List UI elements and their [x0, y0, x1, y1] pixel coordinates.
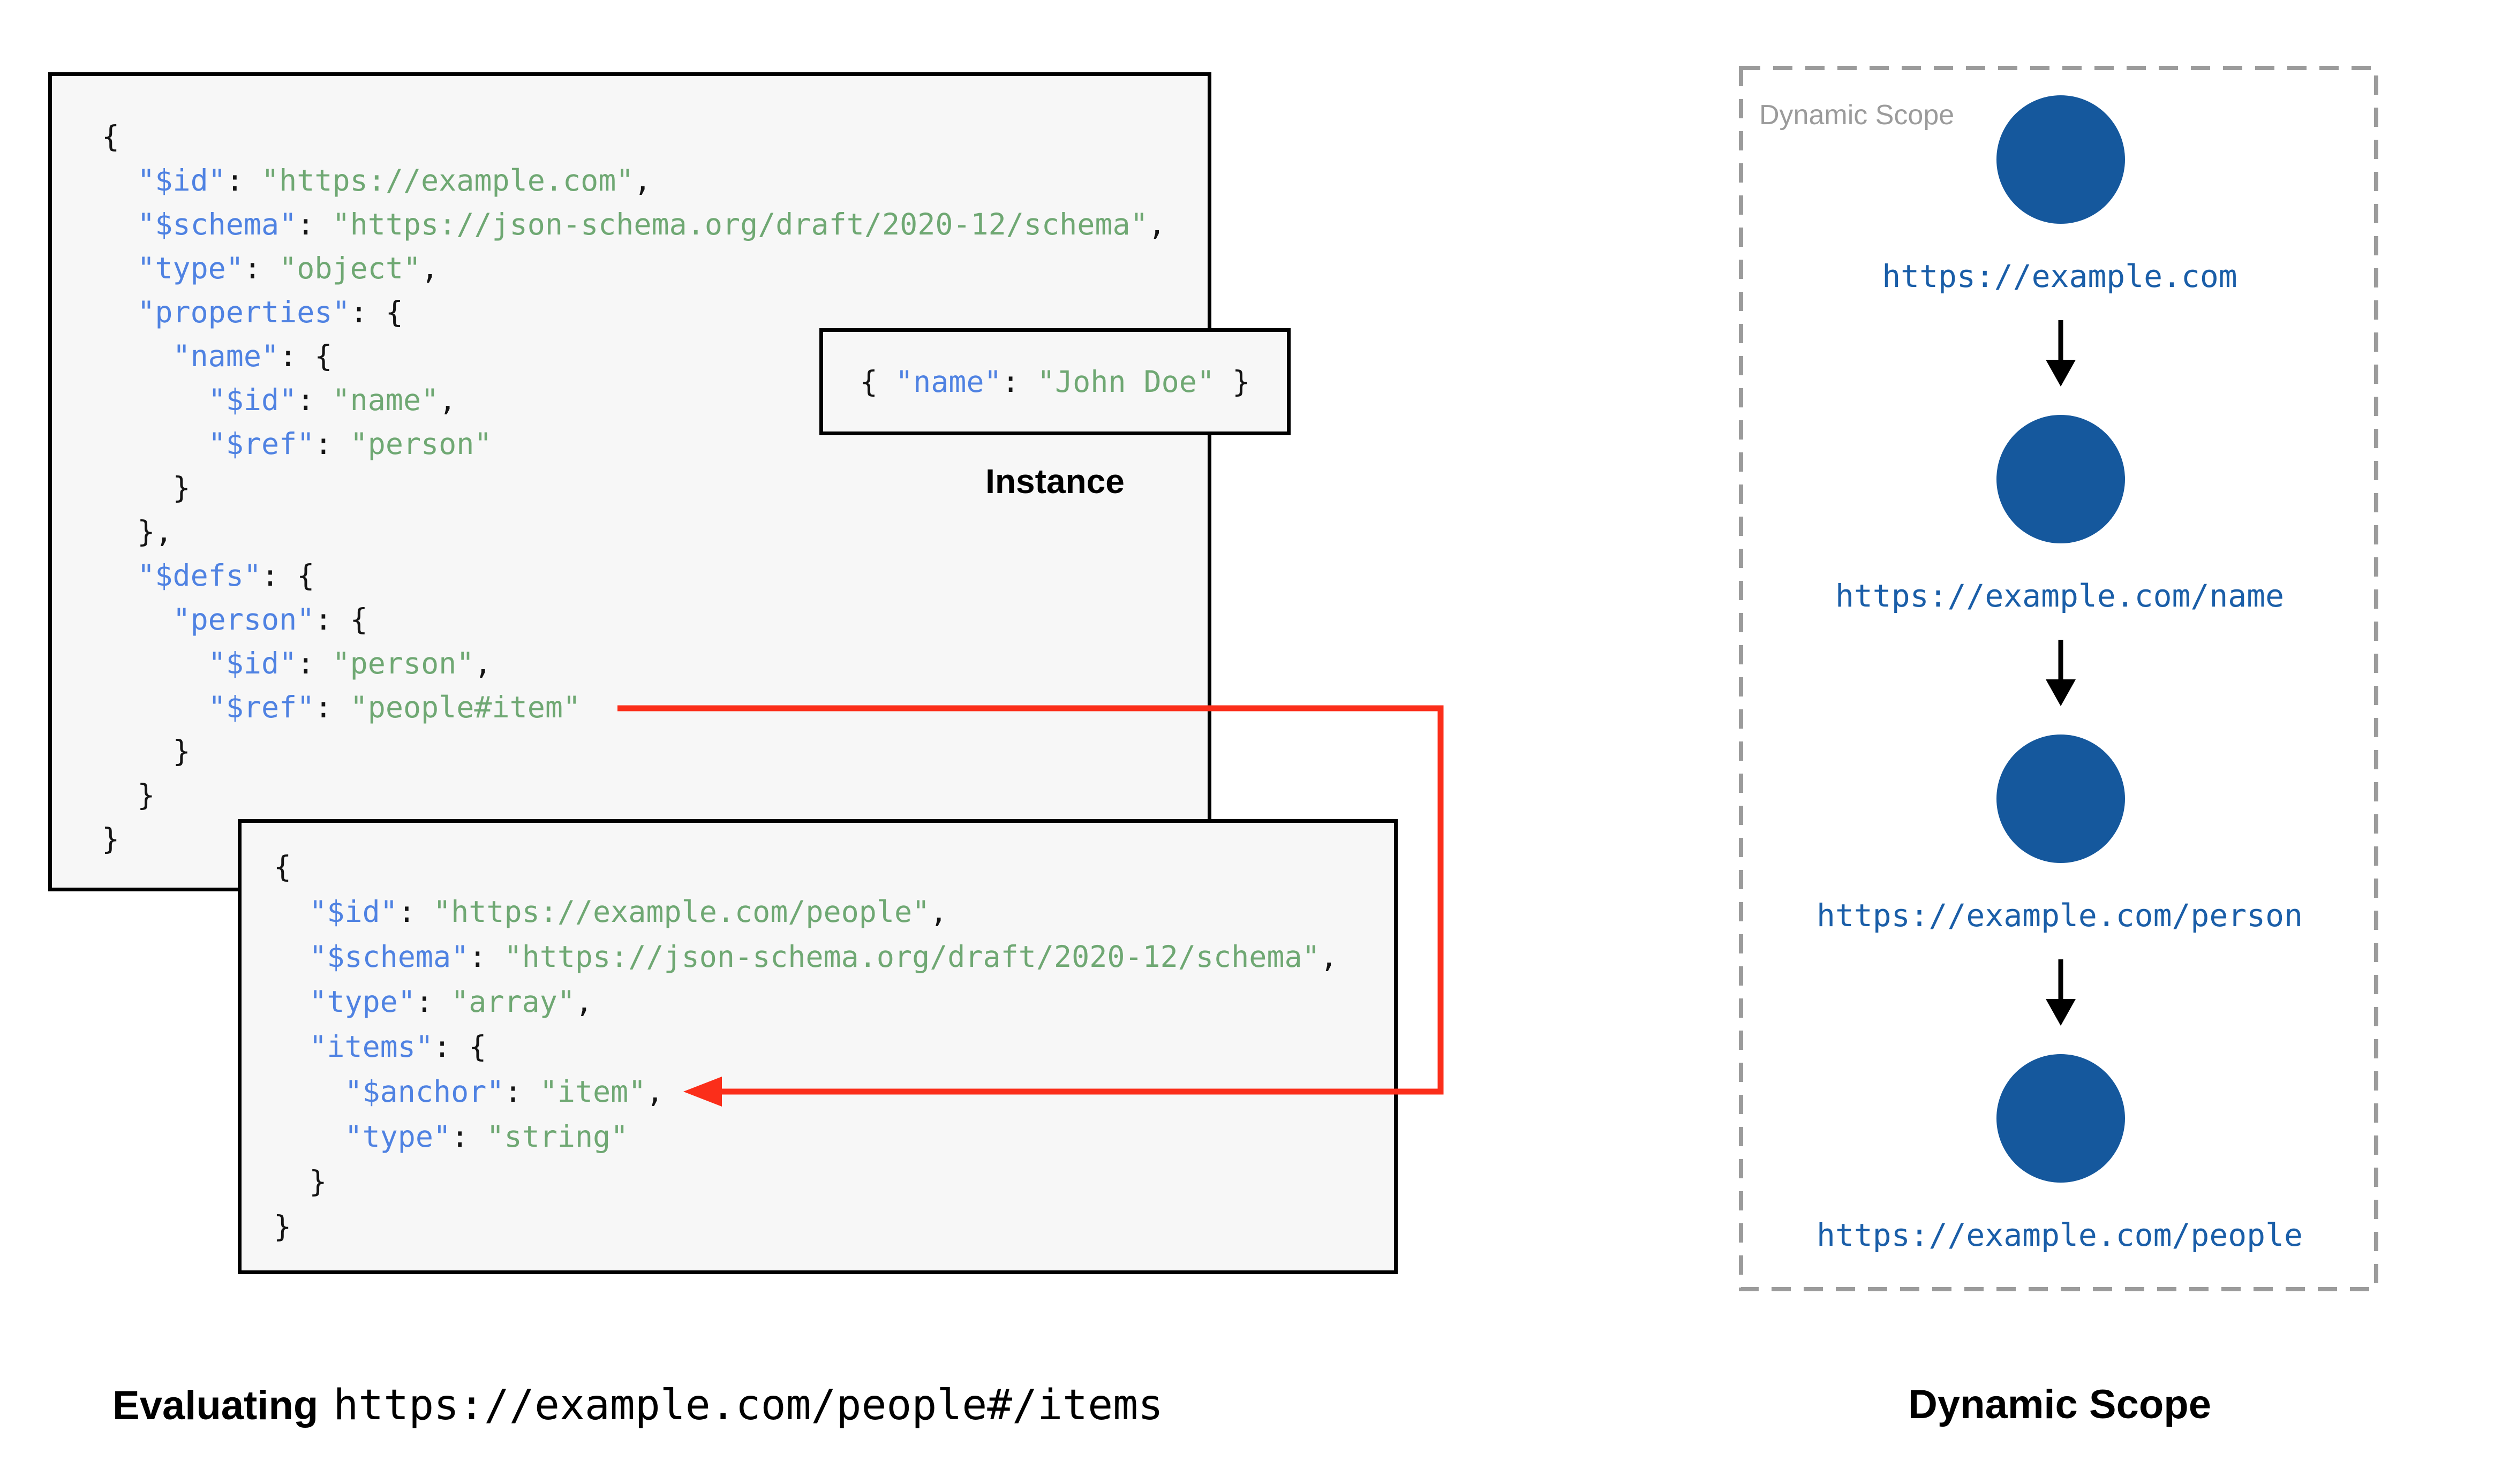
- instance-label: Instance: [985, 462, 1125, 501]
- scope-node-circle-1: [1996, 95, 2125, 224]
- dynamic-scope-caption: Dynamic Scope: [1908, 1382, 2211, 1427]
- code-line: }: [102, 734, 191, 768]
- root-schema-code: { "$id": "https://example.com", "$schema…: [52, 76, 1208, 861]
- scope-node-label-2: https://example.com/name: [1835, 578, 2285, 614]
- code-line: }: [102, 822, 120, 856]
- evaluating-caption: Evaluating https://example.com/people#/i…: [112, 1381, 1163, 1429]
- instance-box: { "name": "John Doe" }: [819, 328, 1291, 435]
- evaluating-caption-bold: Evaluating: [112, 1383, 319, 1428]
- code-line: { "name": "John Doe" }: [860, 365, 1250, 399]
- code-line: "name": {: [172, 339, 333, 373]
- scope-node-label-1: https://example.com: [1882, 258, 2237, 294]
- code-line: "$id": "name",: [208, 383, 457, 417]
- code-line: "items": {: [309, 1029, 487, 1064]
- code-line: "type": "array",: [309, 985, 593, 1019]
- code-line: "$schema": "https://json-schema.org/draf…: [309, 940, 1338, 974]
- scope-node-label-4: https://example.com/people: [1817, 1217, 2303, 1253]
- code-line: "type": "object",: [137, 251, 439, 285]
- code-line: }: [274, 1209, 292, 1244]
- code-line: "$id": "person",: [208, 646, 492, 680]
- code-line: "$ref": "person": [208, 427, 492, 461]
- scope-node-circle-3: [1996, 735, 2125, 863]
- code-line: "properties": {: [137, 295, 403, 329]
- code-line: {: [102, 119, 120, 154]
- code-line: }: [274, 1164, 327, 1199]
- code-line: "$id": "https://example.com",: [137, 163, 652, 198]
- code-line: "$id": "https://example.com/people",: [309, 895, 948, 929]
- scope-node-label-3: https://example.com/person: [1817, 897, 2303, 934]
- scope-node-circle-4: [1996, 1054, 2125, 1183]
- code-line: }: [102, 778, 155, 812]
- scope-node-circle-2: [1996, 415, 2125, 543]
- evaluating-caption-uri: https://example.com/people#/items: [333, 1381, 1163, 1429]
- people-schema-box: { "$id": "https://example.com/people", "…: [238, 819, 1398, 1274]
- dynamic-scope-panel-label: Dynamic Scope: [1759, 100, 1955, 131]
- instance-code: { "name": "John Doe" }: [860, 366, 1250, 398]
- code-line: "person": {: [172, 602, 368, 637]
- code-line: "$defs": {: [137, 558, 315, 593]
- code-line: {: [274, 850, 292, 884]
- code-line: },: [102, 514, 173, 549]
- code-line: "$schema": "https://json-schema.org/draf…: [137, 207, 1166, 241]
- people-schema-code: { "$id": "https://example.com/people", "…: [242, 823, 1394, 1249]
- code-line: "$anchor": "item",: [344, 1074, 664, 1109]
- code-line: }: [102, 471, 191, 505]
- code-line: "$ref": "people#item": [208, 690, 581, 724]
- code-line: "type": "string": [344, 1119, 629, 1154]
